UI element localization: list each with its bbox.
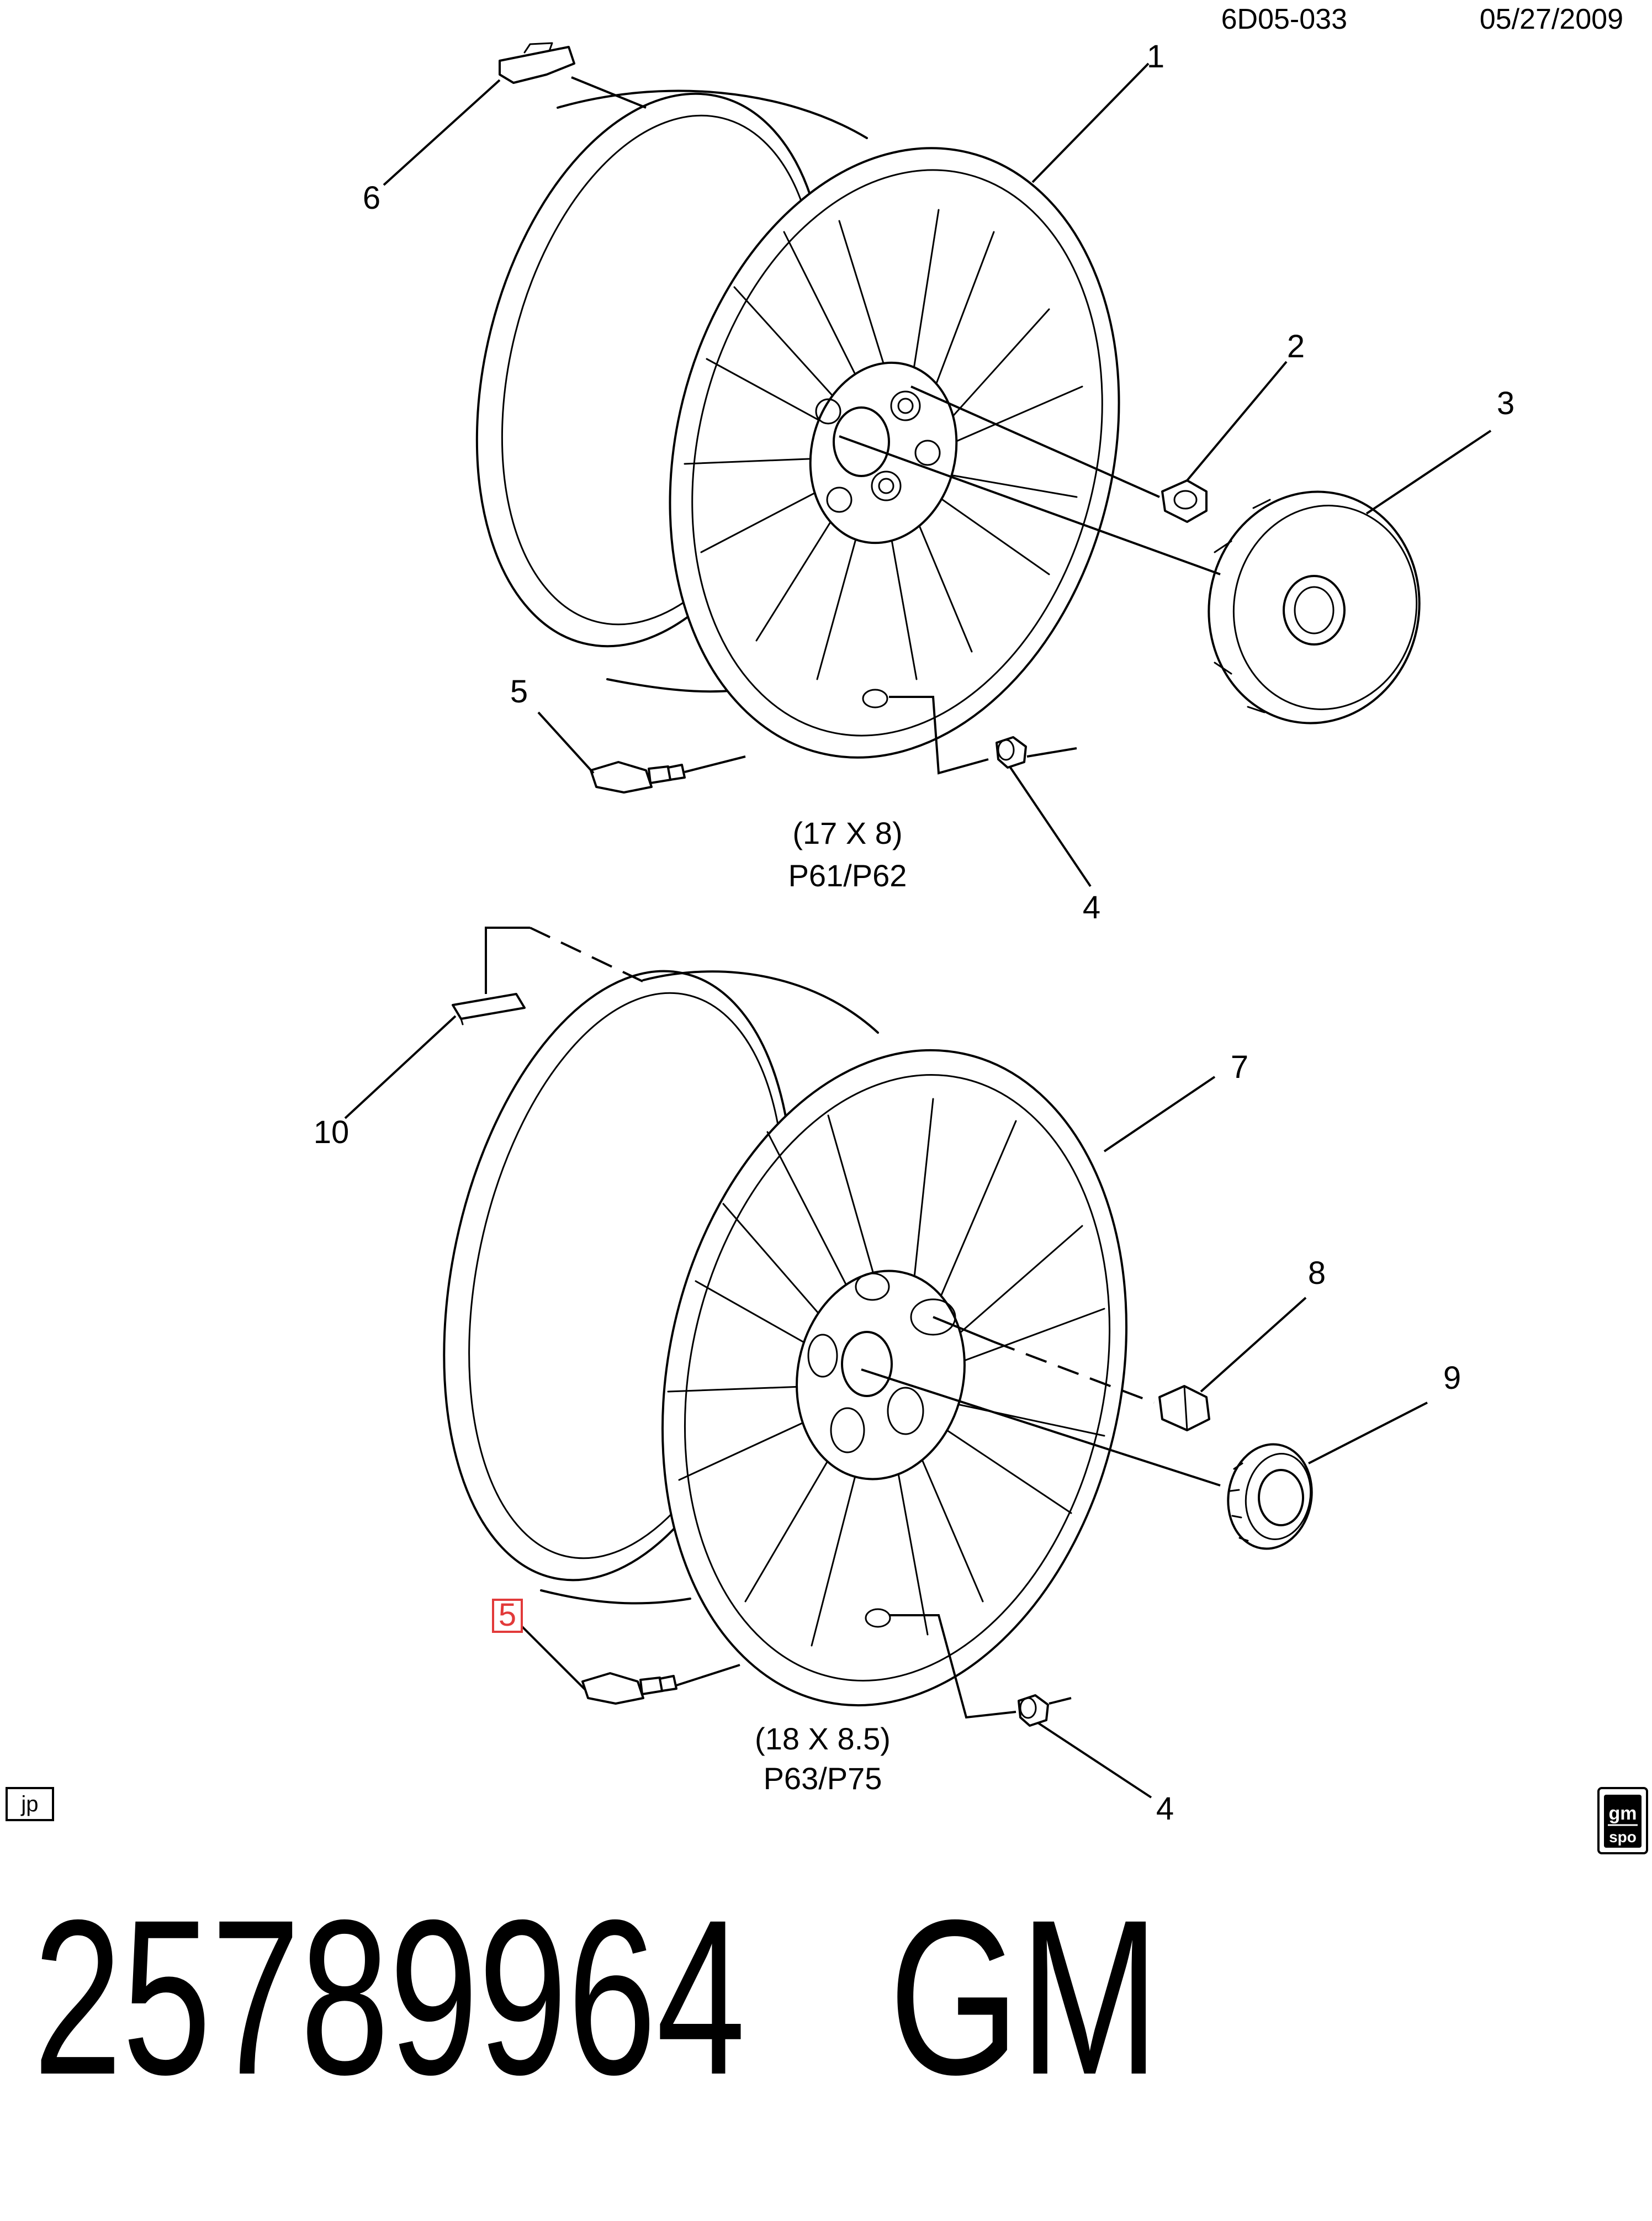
jp-tag: jp [6, 1787, 54, 1821]
lug-nut-part-8 [1158, 1385, 1210, 1431]
wheel-18x8-5 [443, 970, 1127, 1707]
callout-7: 7 [1231, 1049, 1248, 1085]
callout-5-upper: 5 [510, 674, 528, 710]
callout-9: 9 [1443, 1360, 1461, 1396]
callout-8: 8 [1308, 1255, 1326, 1291]
jp-tag-label: jp [20, 1792, 38, 1816]
wheel-rpo-lower: P63/P75 [764, 1761, 882, 1796]
tpms-sensor-part-5-upper [590, 761, 686, 794]
callout-5-lower: 5 [499, 1597, 516, 1633]
callout-1: 1 [1147, 39, 1164, 75]
logo-spo: spo [1609, 1828, 1637, 1845]
balance-weight-part-6 [499, 42, 575, 84]
callout-5-highlight [492, 1599, 523, 1633]
balance-weight-part-10 [452, 993, 526, 1025]
center-cap-part-9 [1227, 1443, 1313, 1550]
callout-6: 6 [363, 180, 380, 216]
tpms-sensor-part-5-lower [581, 1672, 677, 1705]
wheel-size-lower: (18 X 8.5) [755, 1721, 891, 1756]
part-number: 25789964 [33, 1874, 745, 2120]
drawing-date: 05/27/2009 [1480, 3, 1623, 35]
logo-gm: gm [1609, 1803, 1637, 1824]
callout-4-upper: 4 [1083, 890, 1100, 926]
callout-2: 2 [1287, 329, 1305, 364]
callout-10: 10 [314, 1114, 350, 1150]
drawing-id: 6D05-033 [1221, 3, 1347, 35]
wheel-rpo-upper: P61/P62 [788, 858, 907, 893]
valve-cap-part-4-lower [1018, 1694, 1049, 1727]
valve-cap-part-4-upper [996, 736, 1027, 769]
callout-3: 3 [1497, 385, 1515, 421]
center-cap-part-3 [1208, 490, 1421, 725]
callout-4-lower: 4 [1156, 1791, 1174, 1827]
lug-nut-part-2 [1161, 479, 1208, 523]
brand-name: GM [889, 1874, 1159, 2120]
wheel-17x8 [475, 89, 1120, 759]
wheel-size-upper: (17 X 8) [792, 816, 902, 850]
gm-spo-logo: gm spo [1597, 1787, 1648, 1854]
